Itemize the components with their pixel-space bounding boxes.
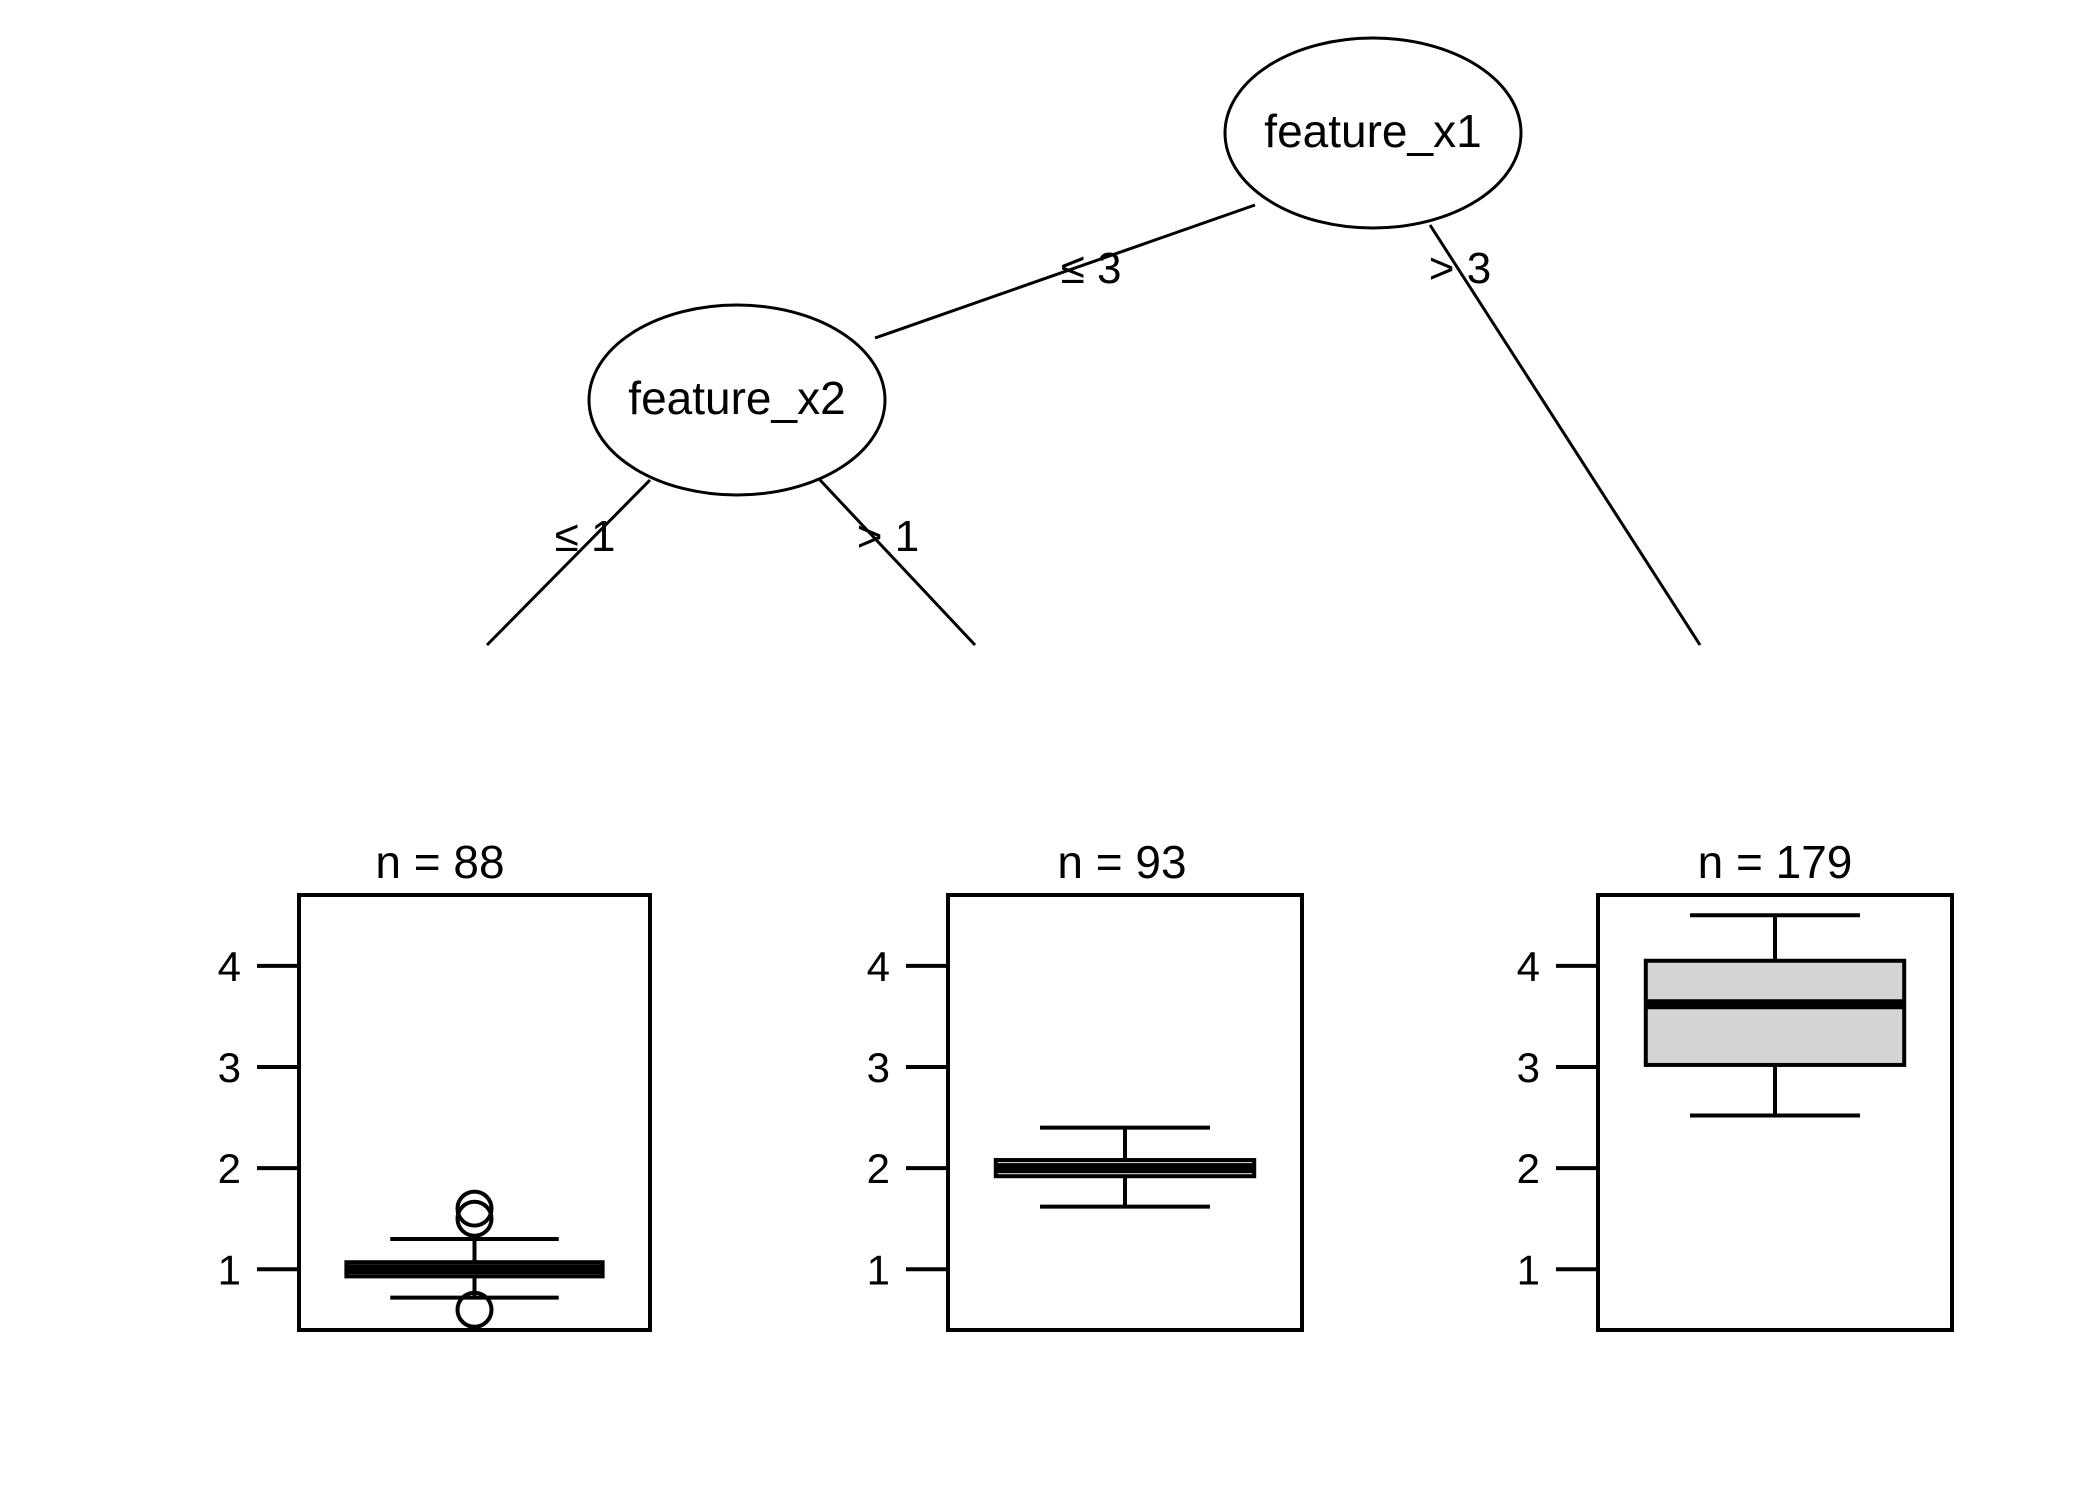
y-axis-tick-label: 3 xyxy=(1517,1044,1540,1091)
tree-node-n2[interactable]: feature_x2 xyxy=(587,303,887,497)
tree-edge-n1-t3 xyxy=(1428,224,1702,646)
y-axis-tick-label: 1 xyxy=(218,1246,241,1293)
terminal-label-t3: n = 179 xyxy=(1698,836,1853,888)
edge-label-n1-t3: > 3 xyxy=(1429,244,1491,293)
terminal-node-t2: n = 93 1 2 3 4 xyxy=(867,836,1304,1332)
terminal-panels-group: n = 88 1 2 3 4 n = 93 1 2 3 4 n = 179 1 2 3 4 xyxy=(218,836,1954,1332)
y-axis-tick-label: 1 xyxy=(867,1246,890,1293)
node-ellipse-shape xyxy=(1223,36,1523,230)
tree-edge-n1-n2 xyxy=(874,203,1256,340)
terminal-node-t1: n = 88 1 2 3 4 xyxy=(218,836,652,1332)
boxplot-outlier-point xyxy=(455,1189,494,1228)
node-label-text: feature_x2 xyxy=(628,372,845,424)
tree-node-n1[interactable]: feature_x1 xyxy=(1223,36,1523,230)
boxplot-outlier-point xyxy=(455,1290,494,1329)
y-axis-tick-label: 4 xyxy=(1517,943,1540,990)
tree-nodes-group: feature_x1 feature_x2 xyxy=(587,36,1523,497)
edge-label-n1-n2: ≤ 3 xyxy=(1061,244,1122,293)
boxplot-panel-frame xyxy=(946,893,1304,1332)
tree-edge-n2-t1 xyxy=(485,478,652,647)
terminal-node-t3: n = 179 1 2 3 4 xyxy=(1517,836,1954,1332)
y-axis-tick-label: 1 xyxy=(1517,1246,1540,1293)
terminal-label-t1: n = 88 xyxy=(375,836,504,888)
y-axis-tick-label: 2 xyxy=(1517,1145,1540,1192)
y-axis-tick-label: 4 xyxy=(867,943,890,990)
edge-label-n2-t1: ≤ 1 xyxy=(555,512,616,561)
y-axis-tick-label: 3 xyxy=(218,1044,241,1091)
node-ellipse-shape xyxy=(587,303,887,497)
y-axis-tick-label: 4 xyxy=(218,943,241,990)
edge-label-n2-t2: > 1 xyxy=(857,512,919,561)
y-axis-tick-label: 2 xyxy=(218,1145,241,1192)
boxplot-iqr-box xyxy=(1643,958,1907,1067)
terminal-label-t2: n = 93 xyxy=(1057,836,1186,888)
y-axis-tick-label: 2 xyxy=(867,1145,890,1192)
node-label-text: feature_x1 xyxy=(1264,105,1481,157)
boxplot-outlier-point xyxy=(455,1199,494,1238)
y-axis-tick-label: 3 xyxy=(867,1044,890,1091)
tree-edges-group xyxy=(485,203,1702,647)
tree-edge-n2-t2 xyxy=(818,478,977,647)
tree-edge-labels-group: ≤ 3 > 3 ≤ 1 > 1 xyxy=(555,244,1492,561)
